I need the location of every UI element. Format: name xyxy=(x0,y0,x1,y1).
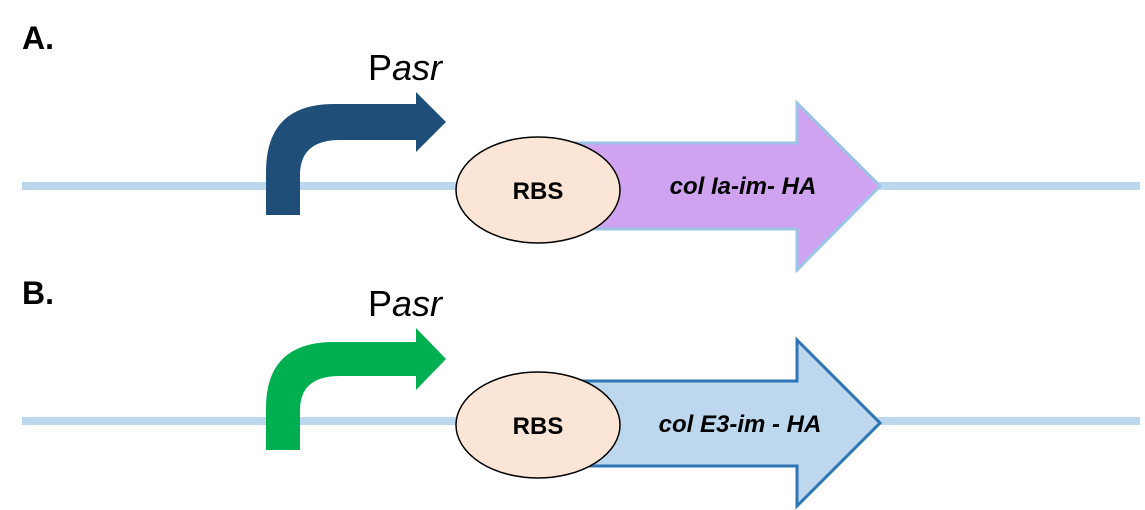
promoter-arrow-a xyxy=(266,92,446,215)
rbs-ellipse-a xyxy=(455,136,621,244)
gene-label-a: col Ia-im- HA xyxy=(670,173,817,200)
promoter-label-b: Pasr xyxy=(368,283,444,324)
panel-b-label: B. xyxy=(22,275,54,311)
panel-a-label: A. xyxy=(22,20,54,56)
rbs-label-a: RBS xyxy=(513,178,564,205)
panel-b: B. Pasr RBS col E3-im - HA xyxy=(22,275,1140,510)
rbs-ellipse-b xyxy=(455,371,621,479)
gene-arrow-a xyxy=(563,99,883,274)
promoter-label-a: Pasr xyxy=(368,47,444,88)
gene-arrow-b xyxy=(563,336,883,510)
panel-a: A. Pasr RBS col Ia-im- HA xyxy=(22,20,1140,274)
rbs-label-b: RBS xyxy=(513,413,564,440)
gene-label-b: col E3-im - HA xyxy=(659,411,822,438)
promoter-arrow-b xyxy=(266,328,446,450)
